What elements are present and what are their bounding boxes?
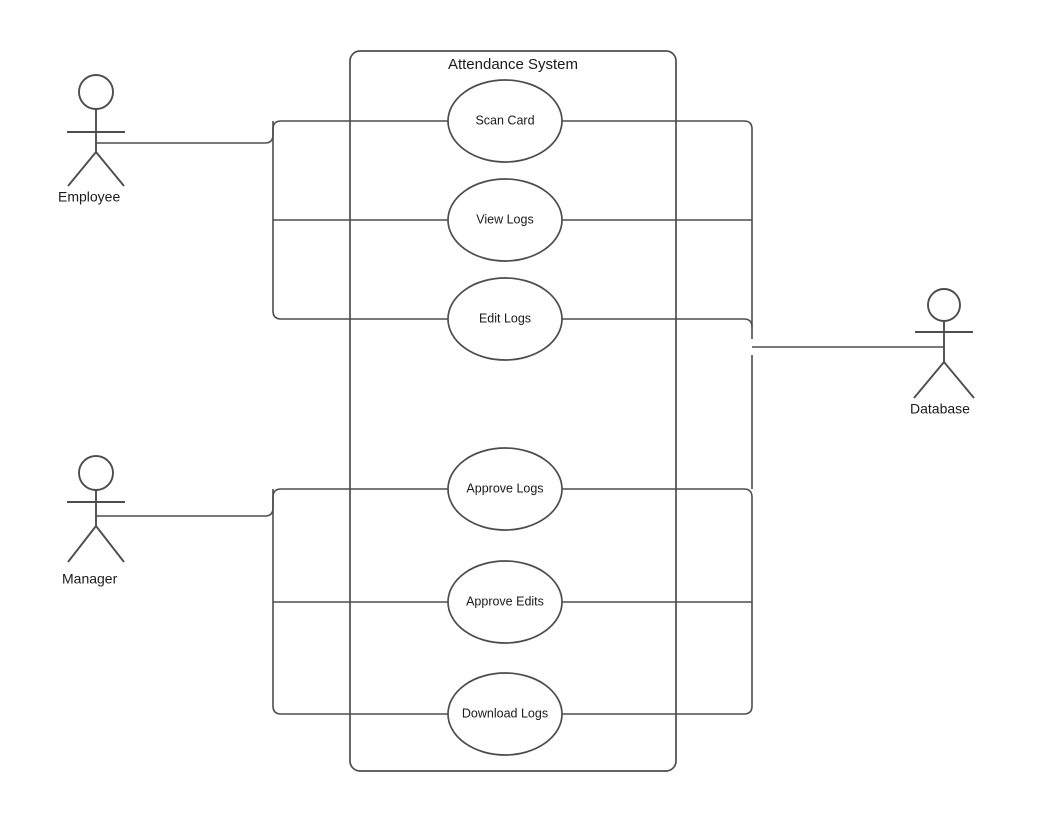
- use-case-edit-logs-shape[interactable]: [447, 277, 563, 361]
- system-boundary-rect[interactable]: [349, 50, 677, 772]
- use-case-edit-logs[interactable]: Edit Logs: [447, 277, 563, 361]
- association-manager-trunk[interactable]: [96, 507, 274, 517]
- association-employee-trunk[interactable]: [96, 134, 274, 144]
- use-case-approve-logs-label: Approve Logs: [466, 481, 543, 495]
- use-case-download-logs[interactable]: Download Logs: [447, 672, 563, 756]
- association-employee-edit-logs[interactable]: [272, 310, 448, 320]
- actor-employee-label: Employee: [58, 189, 120, 205]
- actor-employee-leg-left: [67, 151, 97, 187]
- use-case-view-logs[interactable]: View Logs: [447, 178, 563, 262]
- use-case-approve-edits-label: Approve Edits: [466, 594, 544, 608]
- use-case-download-logs-shape[interactable]: [447, 672, 563, 756]
- association-database-edit-logs[interactable]: [562, 318, 753, 328]
- use-case-scan-card-shape[interactable]: [447, 79, 563, 163]
- use-case-edit-logs-label: Edit Logs: [479, 311, 531, 325]
- actor-manager[interactable]: Manager: [62, 455, 125, 587]
- use-case-approve-logs-shape[interactable]: [447, 447, 563, 531]
- association-bus-right-upper[interactable]: [562, 120, 753, 130]
- actor-database-head-icon: [927, 288, 961, 322]
- association-database-download-logs[interactable]: [562, 705, 753, 715]
- use-case-approve-edits-shape[interactable]: [447, 560, 563, 644]
- use-case-scan-card-label: Scan Card: [475, 113, 534, 127]
- system-boundary[interactable]: Attendance System: [349, 50, 677, 772]
- association-manager-download-logs[interactable]: [272, 705, 448, 715]
- use-case-scan-card[interactable]: Scan Card: [447, 79, 563, 163]
- association-bus-left-lower[interactable]: [272, 488, 448, 508]
- actor-database[interactable]: Database: [910, 288, 975, 417]
- system-boundary-title: Attendance System: [448, 56, 578, 73]
- actor-employee[interactable]: Employee: [58, 74, 125, 205]
- use-case-group: Scan Card View Logs Edit Logs Approve Lo…: [447, 79, 563, 756]
- association-bus-left-upper[interactable]: [272, 120, 448, 135]
- association-lines: [96, 120, 944, 715]
- use-case-approve-edits[interactable]: Approve Edits: [447, 560, 563, 644]
- use-case-view-logs-shape[interactable]: [447, 178, 563, 262]
- association-bus-right-lower[interactable]: [562, 488, 753, 498]
- actor-database-leg-right: [943, 361, 975, 399]
- actor-employee-head-icon: [78, 74, 114, 110]
- actor-database-label: Database: [910, 401, 970, 417]
- actor-manager-head-icon: [78, 455, 114, 491]
- actor-manager-label: Manager: [62, 571, 118, 587]
- actor-database-leg-left: [913, 361, 945, 399]
- use-case-download-logs-label: Download Logs: [462, 706, 548, 720]
- actor-employee-leg-right: [95, 151, 125, 187]
- actor-manager-leg-right: [95, 525, 125, 563]
- use-case-approve-logs[interactable]: Approve Logs: [447, 447, 563, 531]
- use-case-view-logs-label: View Logs: [476, 212, 533, 226]
- actor-manager-leg-left: [67, 525, 97, 563]
